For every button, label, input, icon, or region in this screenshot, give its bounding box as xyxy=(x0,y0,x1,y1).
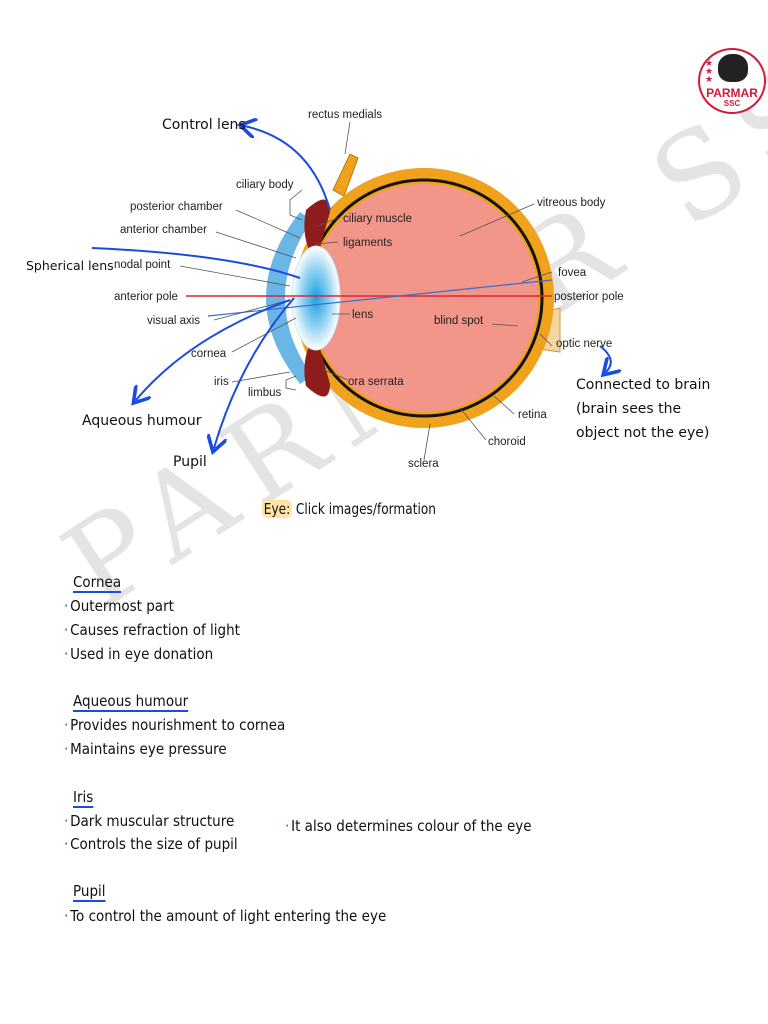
iris-heading: Iris xyxy=(73,788,94,806)
iris-item-1: ·Dark muscular structure xyxy=(64,812,235,830)
aqueous-item-2: ·Maintains eye pressure xyxy=(64,740,227,758)
vitreous-body-shape xyxy=(310,184,538,412)
iris-side-note: ·It also determines colour of the eye xyxy=(285,817,532,835)
rectus-medials-muscle xyxy=(332,153,359,197)
caption-text: Click images/formation xyxy=(295,500,436,518)
label-choroid: choroid xyxy=(488,436,526,448)
annotation-control-lens: Control lens xyxy=(162,117,246,133)
pupil-heading: Pupil xyxy=(73,882,106,900)
annotation-connected-brain: Connected to brain xyxy=(576,377,710,393)
label-ciliary-muscle: ciliary muscle xyxy=(343,213,412,225)
annotation-spherical-lens: Spherical lens xyxy=(26,258,114,273)
label-iris: iris xyxy=(214,376,229,388)
cornea-item-2: ·Causes refraction of light xyxy=(64,621,240,639)
annotation-object-not-eye: object not the eye) xyxy=(576,425,709,441)
logo-text: PARMAR xyxy=(706,86,758,100)
pupil-item-1: ·To control the amount of light entering… xyxy=(64,907,387,925)
label-posterior-chamber: posterior chamber xyxy=(130,201,223,213)
label-vitreous-body: vitreous body xyxy=(537,197,606,209)
label-blind-spot: blind spot xyxy=(434,315,484,327)
label-ligaments: ligaments xyxy=(343,237,392,249)
diagram-caption: Eye: Click images/formation xyxy=(262,500,436,518)
label-ora-serrata: ora serrata xyxy=(348,376,404,388)
label-rectus-medials: rectus medials xyxy=(308,109,382,121)
aqueous-heading: Aqueous humour xyxy=(73,692,189,710)
cornea-item-3: ·Used in eye donation xyxy=(64,645,214,663)
logo-subtext: SSC xyxy=(723,99,741,108)
label-cornea: cornea xyxy=(191,348,227,360)
cornea-heading: Cornea xyxy=(73,573,122,591)
annotation-pupil: Pupil xyxy=(173,454,207,470)
label-anterior-chamber: anterior chamber xyxy=(120,224,207,236)
lens-shape xyxy=(291,245,341,351)
ciliary-muscle-lower xyxy=(304,334,330,397)
brand-logo: ★★★ PARMAR SSC xyxy=(698,48,766,114)
label-limbus: limbus xyxy=(248,387,281,399)
label-posterior-pole: posterior pole xyxy=(554,291,624,303)
label-anterior-pole: anterior pole xyxy=(114,291,178,303)
aqueous-item-1: ·Provides nourishment to cornea xyxy=(64,716,286,734)
label-fovea: fovea xyxy=(558,267,587,279)
label-optic-nerve: optic nerve xyxy=(556,338,612,350)
label-nodal-point: nodal point xyxy=(114,259,171,271)
label-retina: retina xyxy=(518,409,547,421)
eye-diagram: rectus medials ciliary body posterior ch… xyxy=(26,109,710,470)
label-ciliary-body: ciliary body xyxy=(236,179,294,191)
cornea-shape xyxy=(266,212,312,384)
iris-item-2: ·Controls the size of pupil xyxy=(64,835,238,853)
caption-highlight: Eye: xyxy=(262,500,293,518)
ciliary-muscle-upper xyxy=(304,199,330,262)
bear-icon xyxy=(718,54,748,82)
cornea-item-1: ·Outermost part xyxy=(64,597,174,615)
label-visual-axis: visual axis xyxy=(147,315,200,327)
label-lens: lens xyxy=(352,309,373,321)
annotation-aqueous-humour: Aqueous humour xyxy=(82,413,202,429)
annotation-brain-sees: (brain sees the xyxy=(576,401,681,417)
label-sclera: sclera xyxy=(408,458,439,470)
star-icon: ★★★ xyxy=(705,59,714,85)
